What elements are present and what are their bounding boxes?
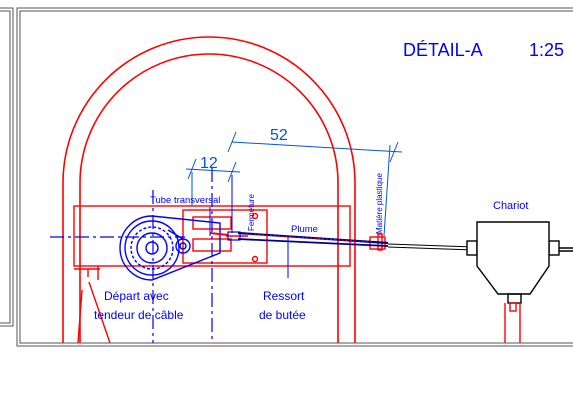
chariot-post [504,302,521,343]
detail-scale: 1:25 [529,40,564,60]
detail-title: DÉTAIL-A [403,40,483,60]
arch-outline [62,36,356,343]
dim-52-value: 52 [270,127,288,144]
label-depart-line2: tendeur de câble [94,308,184,322]
label-ressort-line1: Ressort [263,289,305,303]
dimension-52 [227,131,403,237]
label-chariot: Chariot [493,200,528,212]
label-tube-transversal: Tube transversal [150,195,220,206]
cable-assembly [209,231,475,251]
label-matiere-plastique: Matière plastique [375,173,384,234]
dimension-12 [185,158,241,206]
leader-lines [209,175,289,278]
label-plume: Plume [291,224,318,235]
label-ressort-line2: de butée [259,308,306,322]
label-depart-line1: Départ avec [104,289,169,303]
chariot [466,221,573,304]
cable-tensioner [119,215,221,281]
label-fermeture: Fermeture [247,194,256,231]
detail-frame [16,7,573,347]
dim-12-value: 12 [200,155,218,172]
left-panel-frame [0,7,14,327]
